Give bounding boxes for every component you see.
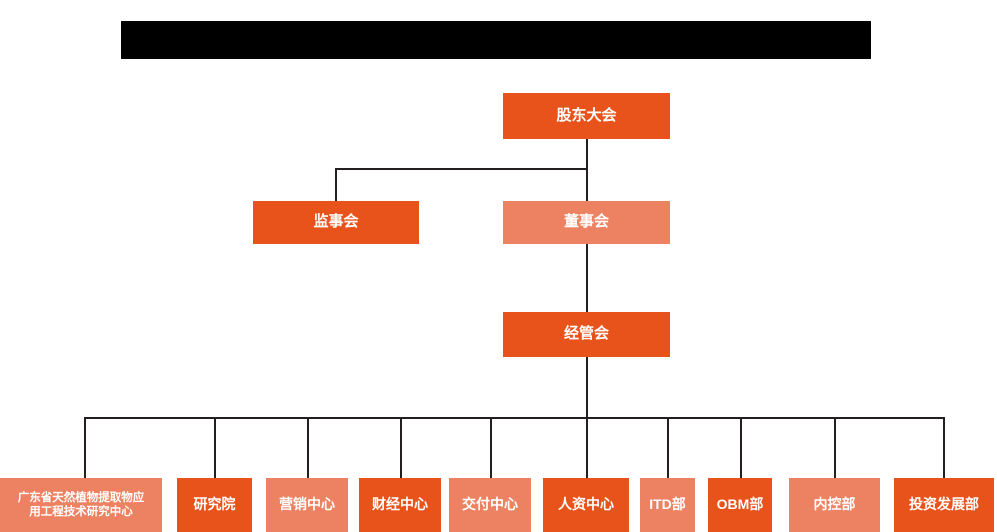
node-department-obm[interactable]: OBM部 <box>708 478 772 532</box>
node-management-committee[interactable]: 经管会 <box>503 312 670 357</box>
connector-drop-3 <box>307 417 309 478</box>
connector-department-bus <box>84 417 943 419</box>
node-shareholders-meeting[interactable]: 股东大会 <box>503 93 670 139</box>
redacted-title-bar <box>121 21 871 59</box>
connector-drop-8 <box>740 417 742 478</box>
connector-drop-10 <box>943 417 945 478</box>
connector-management-down <box>586 357 588 417</box>
node-department-marketing-center[interactable]: 营销中心 <box>266 478 348 532</box>
node-department-research-institute[interactable]: 研究院 <box>177 478 252 532</box>
department-label-line2: 用工程技术研究中心 <box>29 506 133 518</box>
node-department-itd[interactable]: ITD部 <box>640 478 695 532</box>
node-department-finance-center[interactable]: 财经中心 <box>359 478 441 532</box>
department-label-line1: 广东省天然植物提取物应 <box>17 491 145 504</box>
node-board-of-directors[interactable]: 董事会 <box>503 201 670 244</box>
connector-directors-up <box>586 168 588 201</box>
node-department-internal-control[interactable]: 内控部 <box>789 478 880 532</box>
connector-drop-9 <box>834 417 836 478</box>
connector-drop-4 <box>400 417 402 478</box>
connector-supervisors-up <box>335 168 337 201</box>
connector-directors-to-management <box>586 244 588 312</box>
node-department-investment-development[interactable]: 投资发展部 <box>894 478 994 532</box>
connector-drop-1 <box>84 417 86 478</box>
connector-level2-bus <box>335 168 588 170</box>
connector-drop-7 <box>667 417 669 478</box>
connector-drop-5 <box>490 417 492 478</box>
connector-shareholders-down <box>586 139 588 168</box>
node-board-of-supervisors[interactable]: 监事会 <box>253 201 419 244</box>
node-department-hr-center[interactable]: 人资中心 <box>543 478 629 532</box>
connector-drop-2 <box>214 417 216 478</box>
connector-drop-6 <box>586 417 588 478</box>
node-department-research-center[interactable]: 广东省天然植物提取物应 用工程技术研究中心 <box>0 478 162 532</box>
node-department-delivery-center[interactable]: 交付中心 <box>449 478 531 532</box>
